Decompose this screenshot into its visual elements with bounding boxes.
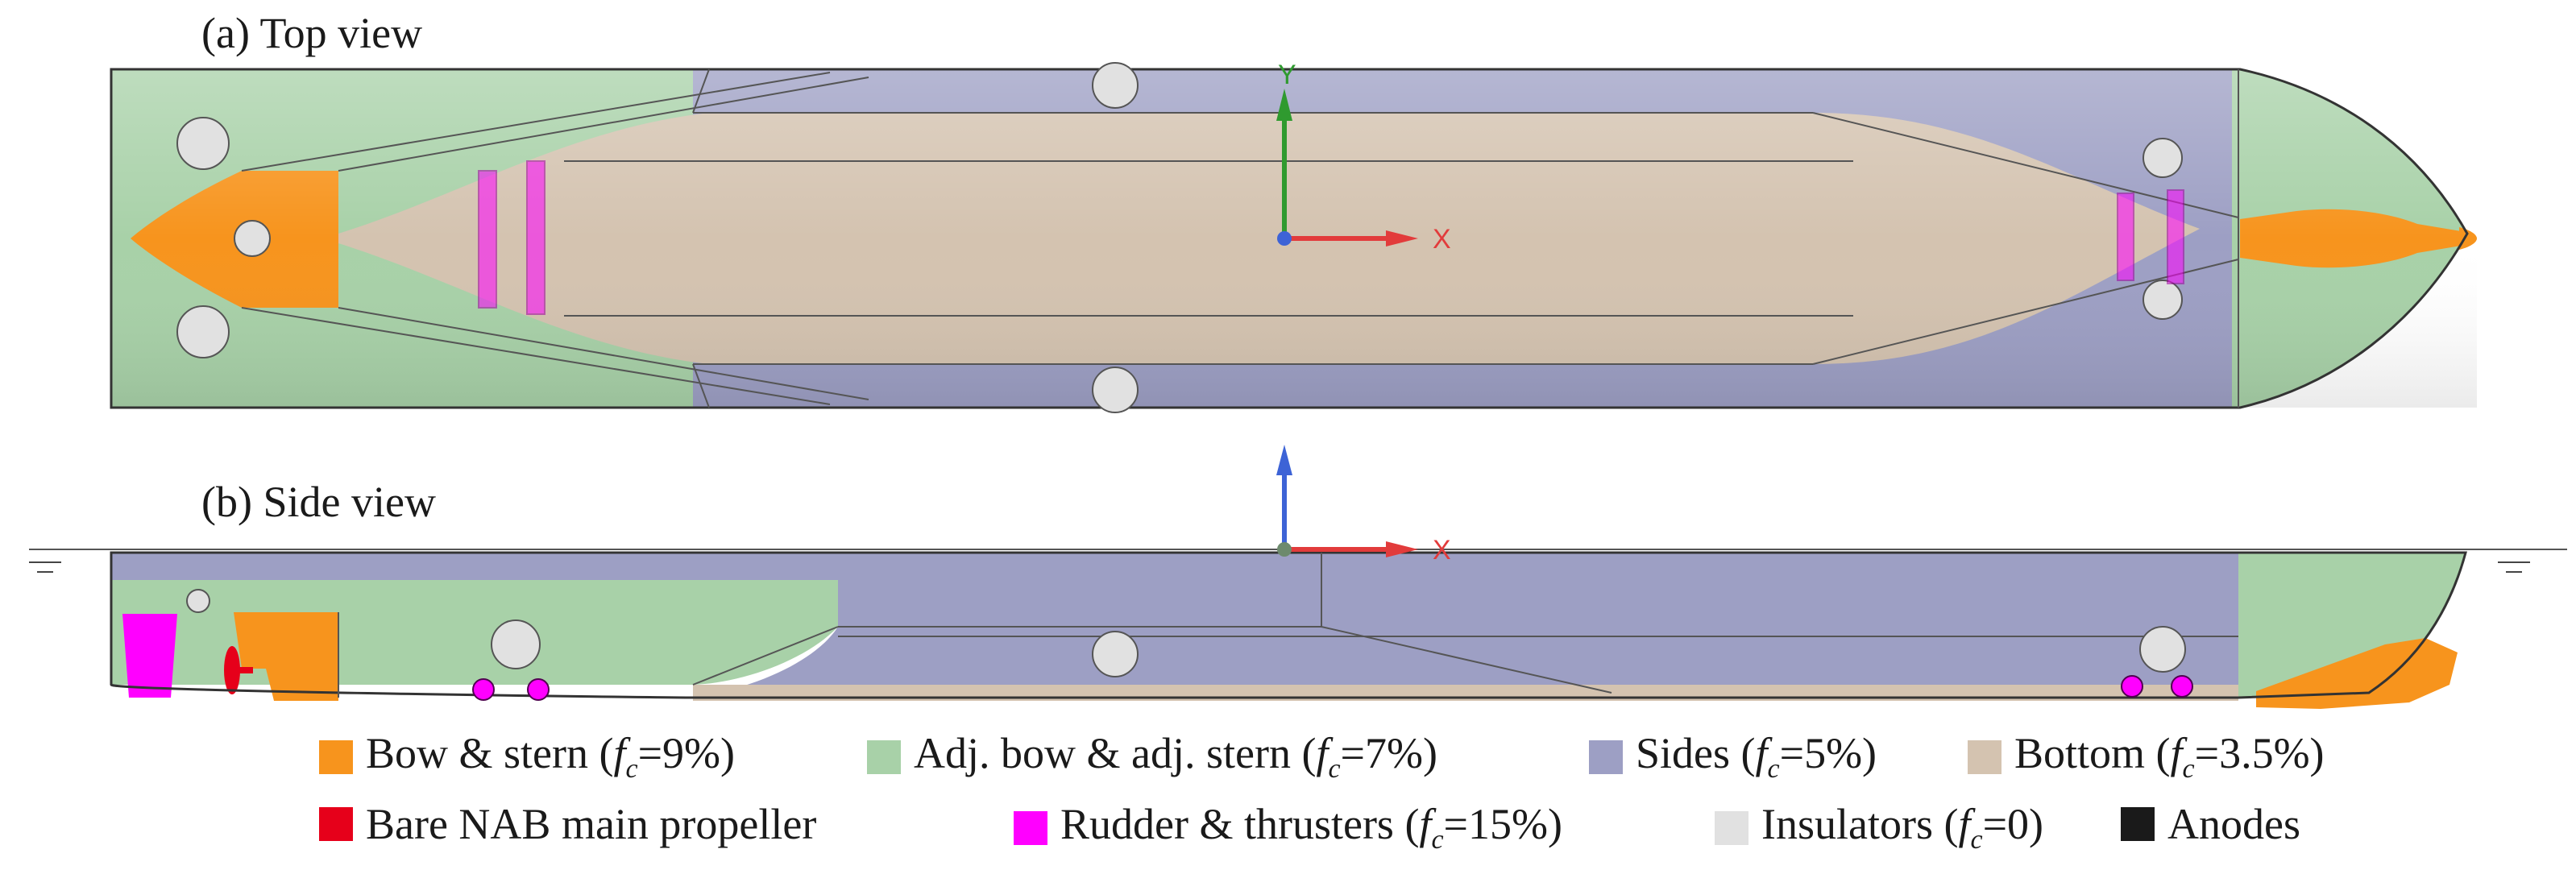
side-bow-region: [2256, 638, 2458, 709]
top-axis-x-label: X: [1433, 224, 1451, 255]
side-adj-bow-region: [2238, 553, 2466, 698]
top-hull-outline: [110, 68, 2469, 409]
top-axes: [1276, 89, 1418, 246]
side-hull-outline: [110, 551, 2467, 699]
top-thrusters: [478, 160, 2184, 315]
top-view-label: (a) Top view: [201, 9, 423, 57]
side-stern-region: [193, 612, 338, 701]
side-axes: [1276, 445, 1418, 557]
side-rudder: [122, 614, 177, 698]
side-view-drawing: X: [29, 445, 2567, 709]
side-thrusters: [472, 675, 2193, 701]
side-axis-x-label: X: [1433, 535, 1451, 566]
side-propeller: [224, 646, 253, 694]
top-insulators: [176, 62, 2183, 413]
side-insulators: [186, 589, 2186, 677]
side-panel-lines: [338, 553, 2238, 698]
side-view-label: (b) Side view: [201, 478, 436, 526]
top-view-drawing: Y X: [110, 60, 2477, 413]
side-sides-region: [111, 553, 2238, 698]
waterline-markers: [29, 561, 2530, 573]
top-axis-y-label: Y: [1278, 60, 1296, 90]
